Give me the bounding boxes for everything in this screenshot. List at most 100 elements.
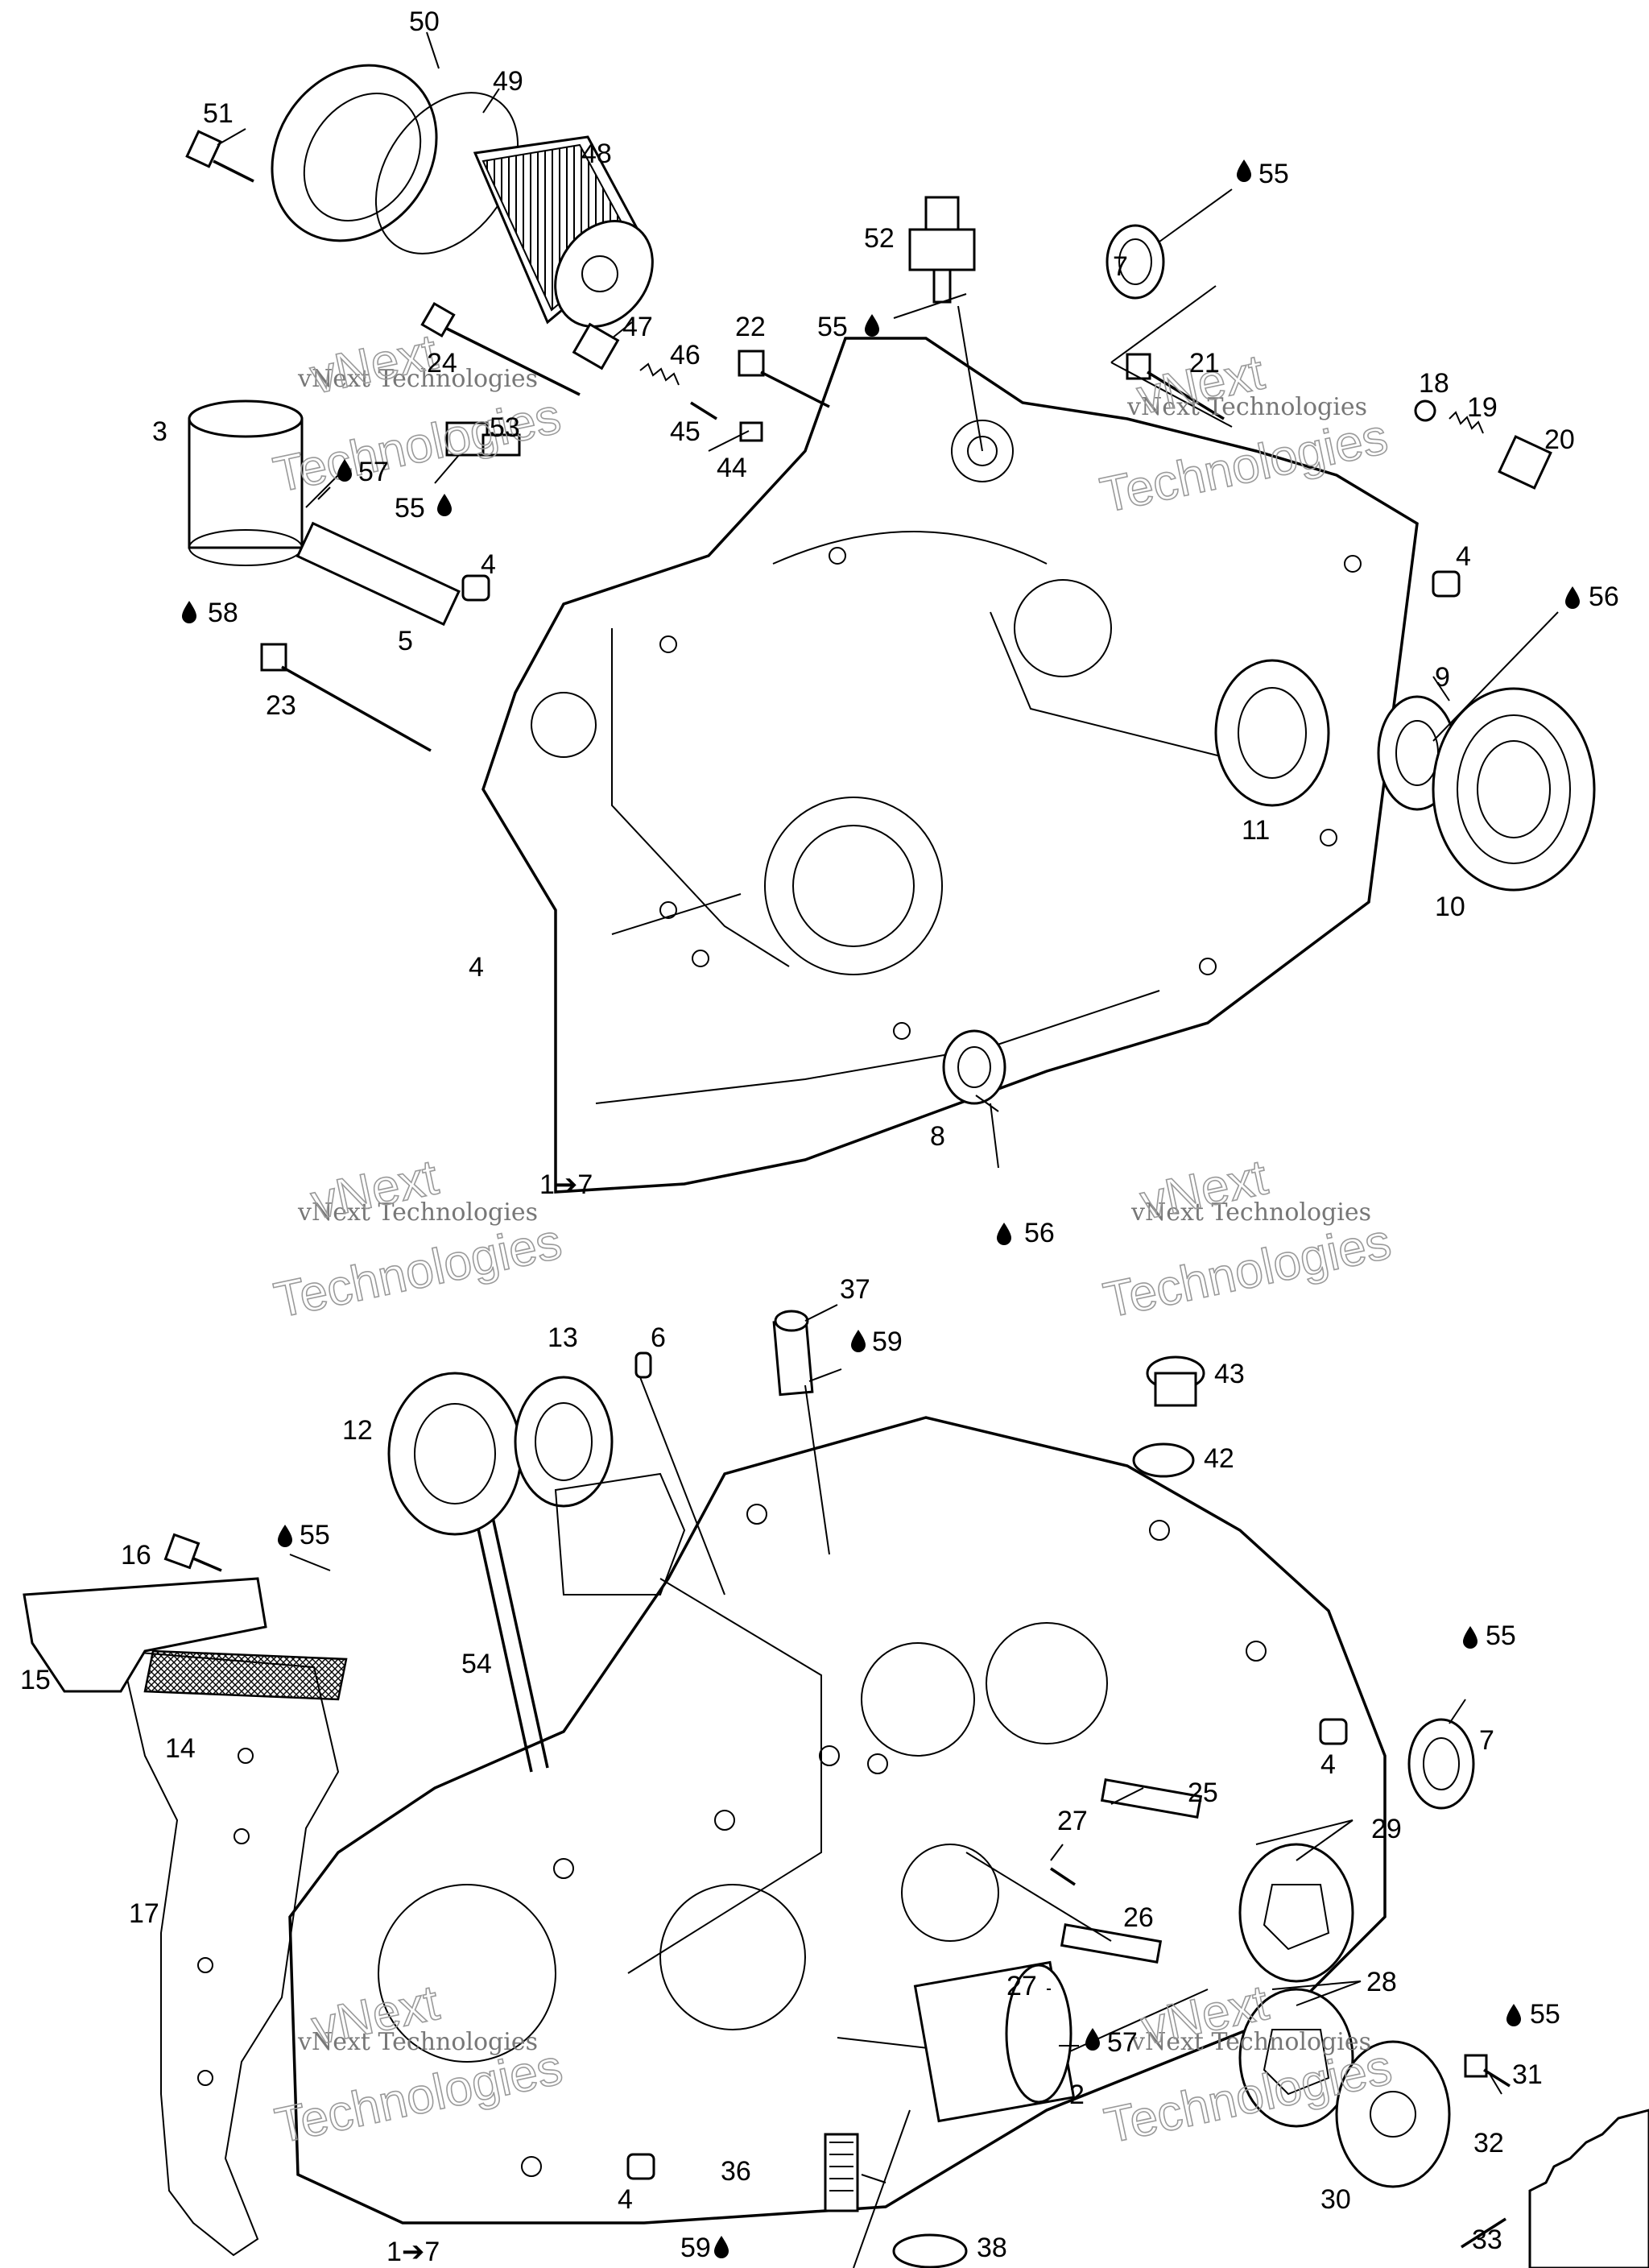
callout-38: 38 — [977, 2233, 1007, 2263]
pin-27-top — [1050, 1867, 1076, 1886]
watermark-big-3b: Technologies — [270, 1214, 566, 1329]
callout-4: 4 — [469, 952, 484, 983]
callouts-top: 50 49 51 48 55 52 7 55 47 22 46 24 21 18… — [152, 6, 1619, 1248]
pin-32 — [1461, 2217, 1506, 2249]
callout-33: 33 — [1472, 2225, 1502, 2255]
oil-drop-icon — [1565, 586, 1580, 609]
callout-24: 24 — [427, 348, 457, 379]
callout-55: 55 — [1530, 1999, 1560, 2030]
lower-crankcase-half — [288, 1416, 1387, 2225]
pin-45 — [690, 401, 717, 420]
callout-6: 6 — [651, 1322, 666, 1353]
callout-15: 15 — [20, 1665, 51, 1695]
callout-29: 29 — [1371, 1814, 1402, 1844]
callout-32: 32 — [1473, 2128, 1504, 2158]
callout-45: 45 — [670, 416, 701, 447]
bolt-51 — [185, 130, 254, 183]
oil-drop-icon — [437, 494, 452, 516]
callout-20: 20 — [1544, 424, 1575, 455]
watermark-text-2: vNext Technologies — [1126, 393, 1367, 421]
ball-18 — [1414, 399, 1436, 422]
callout-56: 56 — [1024, 1218, 1055, 1248]
watermark-text-6: vNext Technologies — [1130, 2028, 1371, 2056]
seal-8 — [942, 1029, 1006, 1105]
nipple-36 — [824, 2133, 859, 2212]
callout-4: 4 — [1456, 541, 1471, 572]
gasket-small — [554, 1472, 686, 1595]
stud-54 — [473, 1509, 549, 1773]
plug-43 — [1146, 1355, 1205, 1407]
oil-drop-icon — [1463, 1626, 1477, 1649]
bolt-22 — [738, 350, 830, 408]
dowel-4-bottom-left — [626, 2153, 655, 2180]
callout-30: 30 — [1320, 2184, 1351, 2215]
oil-drop-icon — [851, 1330, 866, 1352]
callout-55: 55 — [1258, 159, 1289, 189]
oil-drop-icon — [714, 2236, 729, 2258]
watermark-text-3: vNext Technologies — [297, 1198, 538, 1227]
callout-23: 23 — [266, 690, 296, 721]
bushing-7-bottom — [1407, 1718, 1475, 1810]
bearing-10 — [1432, 687, 1596, 892]
callout-47: 47 — [622, 312, 653, 342]
callout-12: 12 — [342, 1415, 373, 1446]
callout-55: 55 — [817, 312, 848, 342]
legend-ref-bottom: 1➔7 — [386, 2237, 440, 2267]
oil-drop-icon — [865, 314, 879, 337]
callout-5: 5 — [398, 626, 413, 656]
watermark-big-1b: Technologies — [269, 388, 565, 503]
callout-54: 54 — [461, 1649, 492, 1679]
callout-27: 27 — [1006, 1971, 1037, 2001]
shaft-25 — [1100, 1778, 1203, 1819]
oil-drop-icon — [1237, 159, 1251, 182]
legend-ref-top: 1➔7 — [539, 1169, 593, 1200]
oil-drop-icon — [1506, 2004, 1521, 2026]
o-ring-38 — [892, 2233, 968, 2268]
bearing-2 — [913, 1960, 1076, 2123]
callout-50: 50 — [409, 6, 440, 37]
oil-filter-48 — [473, 135, 654, 328]
bolt-holes-bottom — [521, 1504, 1267, 2177]
pin-5 — [295, 521, 461, 627]
shaft-26 — [1060, 1923, 1163, 1964]
callout-9: 9 — [1435, 662, 1450, 693]
rotor-29 — [1238, 1843, 1354, 1983]
watermark-big-5b: Technologies — [271, 2039, 567, 2154]
leader-lines-bottom — [289, 1304, 1502, 2268]
callout-49: 49 — [493, 66, 523, 97]
callout-55: 55 — [395, 493, 425, 524]
bushing-7-top — [1106, 224, 1165, 300]
bolt-holes-top — [659, 547, 1362, 1040]
reed-screen-14 — [143, 1649, 348, 1701]
callout-59: 59 — [872, 1326, 903, 1357]
cover-plate-15 — [23, 1577, 267, 1693]
callout-48: 48 — [581, 139, 612, 169]
oil-drop-icon — [997, 1223, 1011, 1245]
washer-42 — [1132, 1442, 1195, 1478]
callout-8: 8 — [930, 1121, 945, 1152]
callout-7: 7 — [1113, 251, 1128, 282]
bearing-3 — [188, 399, 304, 566]
callout-4: 4 — [481, 549, 496, 580]
bolt-21 — [1126, 353, 1225, 420]
dowel-4-bottom-right — [1319, 1718, 1348, 1745]
bolt-23 — [260, 643, 432, 752]
tube-37 — [772, 1310, 814, 1397]
spring-19 — [1449, 411, 1484, 434]
oil-drop-icon — [1085, 2028, 1100, 2051]
callout-22: 22 — [735, 312, 766, 342]
callout-53: 53 — [490, 412, 520, 443]
callout-37: 37 — [840, 1274, 870, 1305]
callout-17: 17 — [129, 1898, 159, 1929]
callout-43: 43 — [1214, 1359, 1245, 1389]
callout-14: 14 — [165, 1733, 196, 1764]
dowel-6 — [634, 1351, 652, 1379]
callout-59: 59 — [680, 2233, 711, 2263]
watermark-text-1: vNext Technologies — [297, 365, 538, 393]
callout-56: 56 — [1589, 581, 1619, 612]
oil-pressure-switch-52 — [908, 196, 976, 304]
callout-36: 36 — [721, 2156, 751, 2187]
callout-57: 57 — [1107, 2027, 1138, 2058]
plug-44 — [739, 421, 763, 442]
